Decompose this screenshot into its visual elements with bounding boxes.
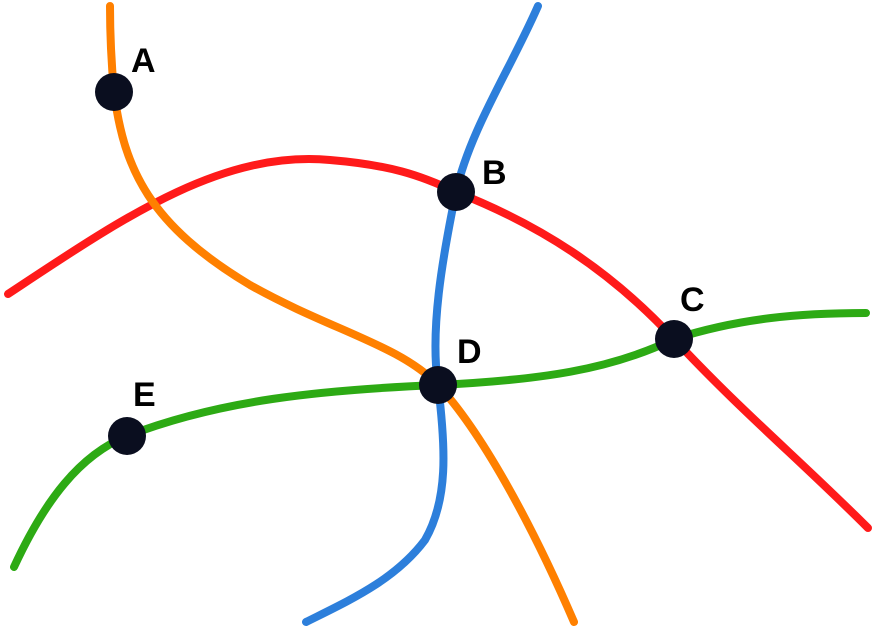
node-E-label: E bbox=[133, 376, 156, 414]
node-A: A bbox=[95, 42, 156, 111]
blue-line bbox=[302, 2, 542, 626]
node-E-dot bbox=[108, 417, 146, 455]
node-B-dot bbox=[437, 173, 475, 211]
node-D-dot bbox=[419, 366, 457, 404]
node-A-label: A bbox=[131, 42, 156, 80]
node-D-label: D bbox=[457, 333, 482, 371]
node-B: B bbox=[437, 154, 507, 211]
node-E: E bbox=[108, 376, 156, 455]
node-C: C bbox=[655, 281, 705, 358]
node-A-dot bbox=[95, 73, 133, 111]
node-C-label: C bbox=[680, 281, 705, 319]
node-D: D bbox=[419, 333, 482, 404]
node-C-dot bbox=[655, 320, 693, 358]
node-B-label: B bbox=[482, 154, 507, 192]
orange-line bbox=[106, 2, 578, 626]
